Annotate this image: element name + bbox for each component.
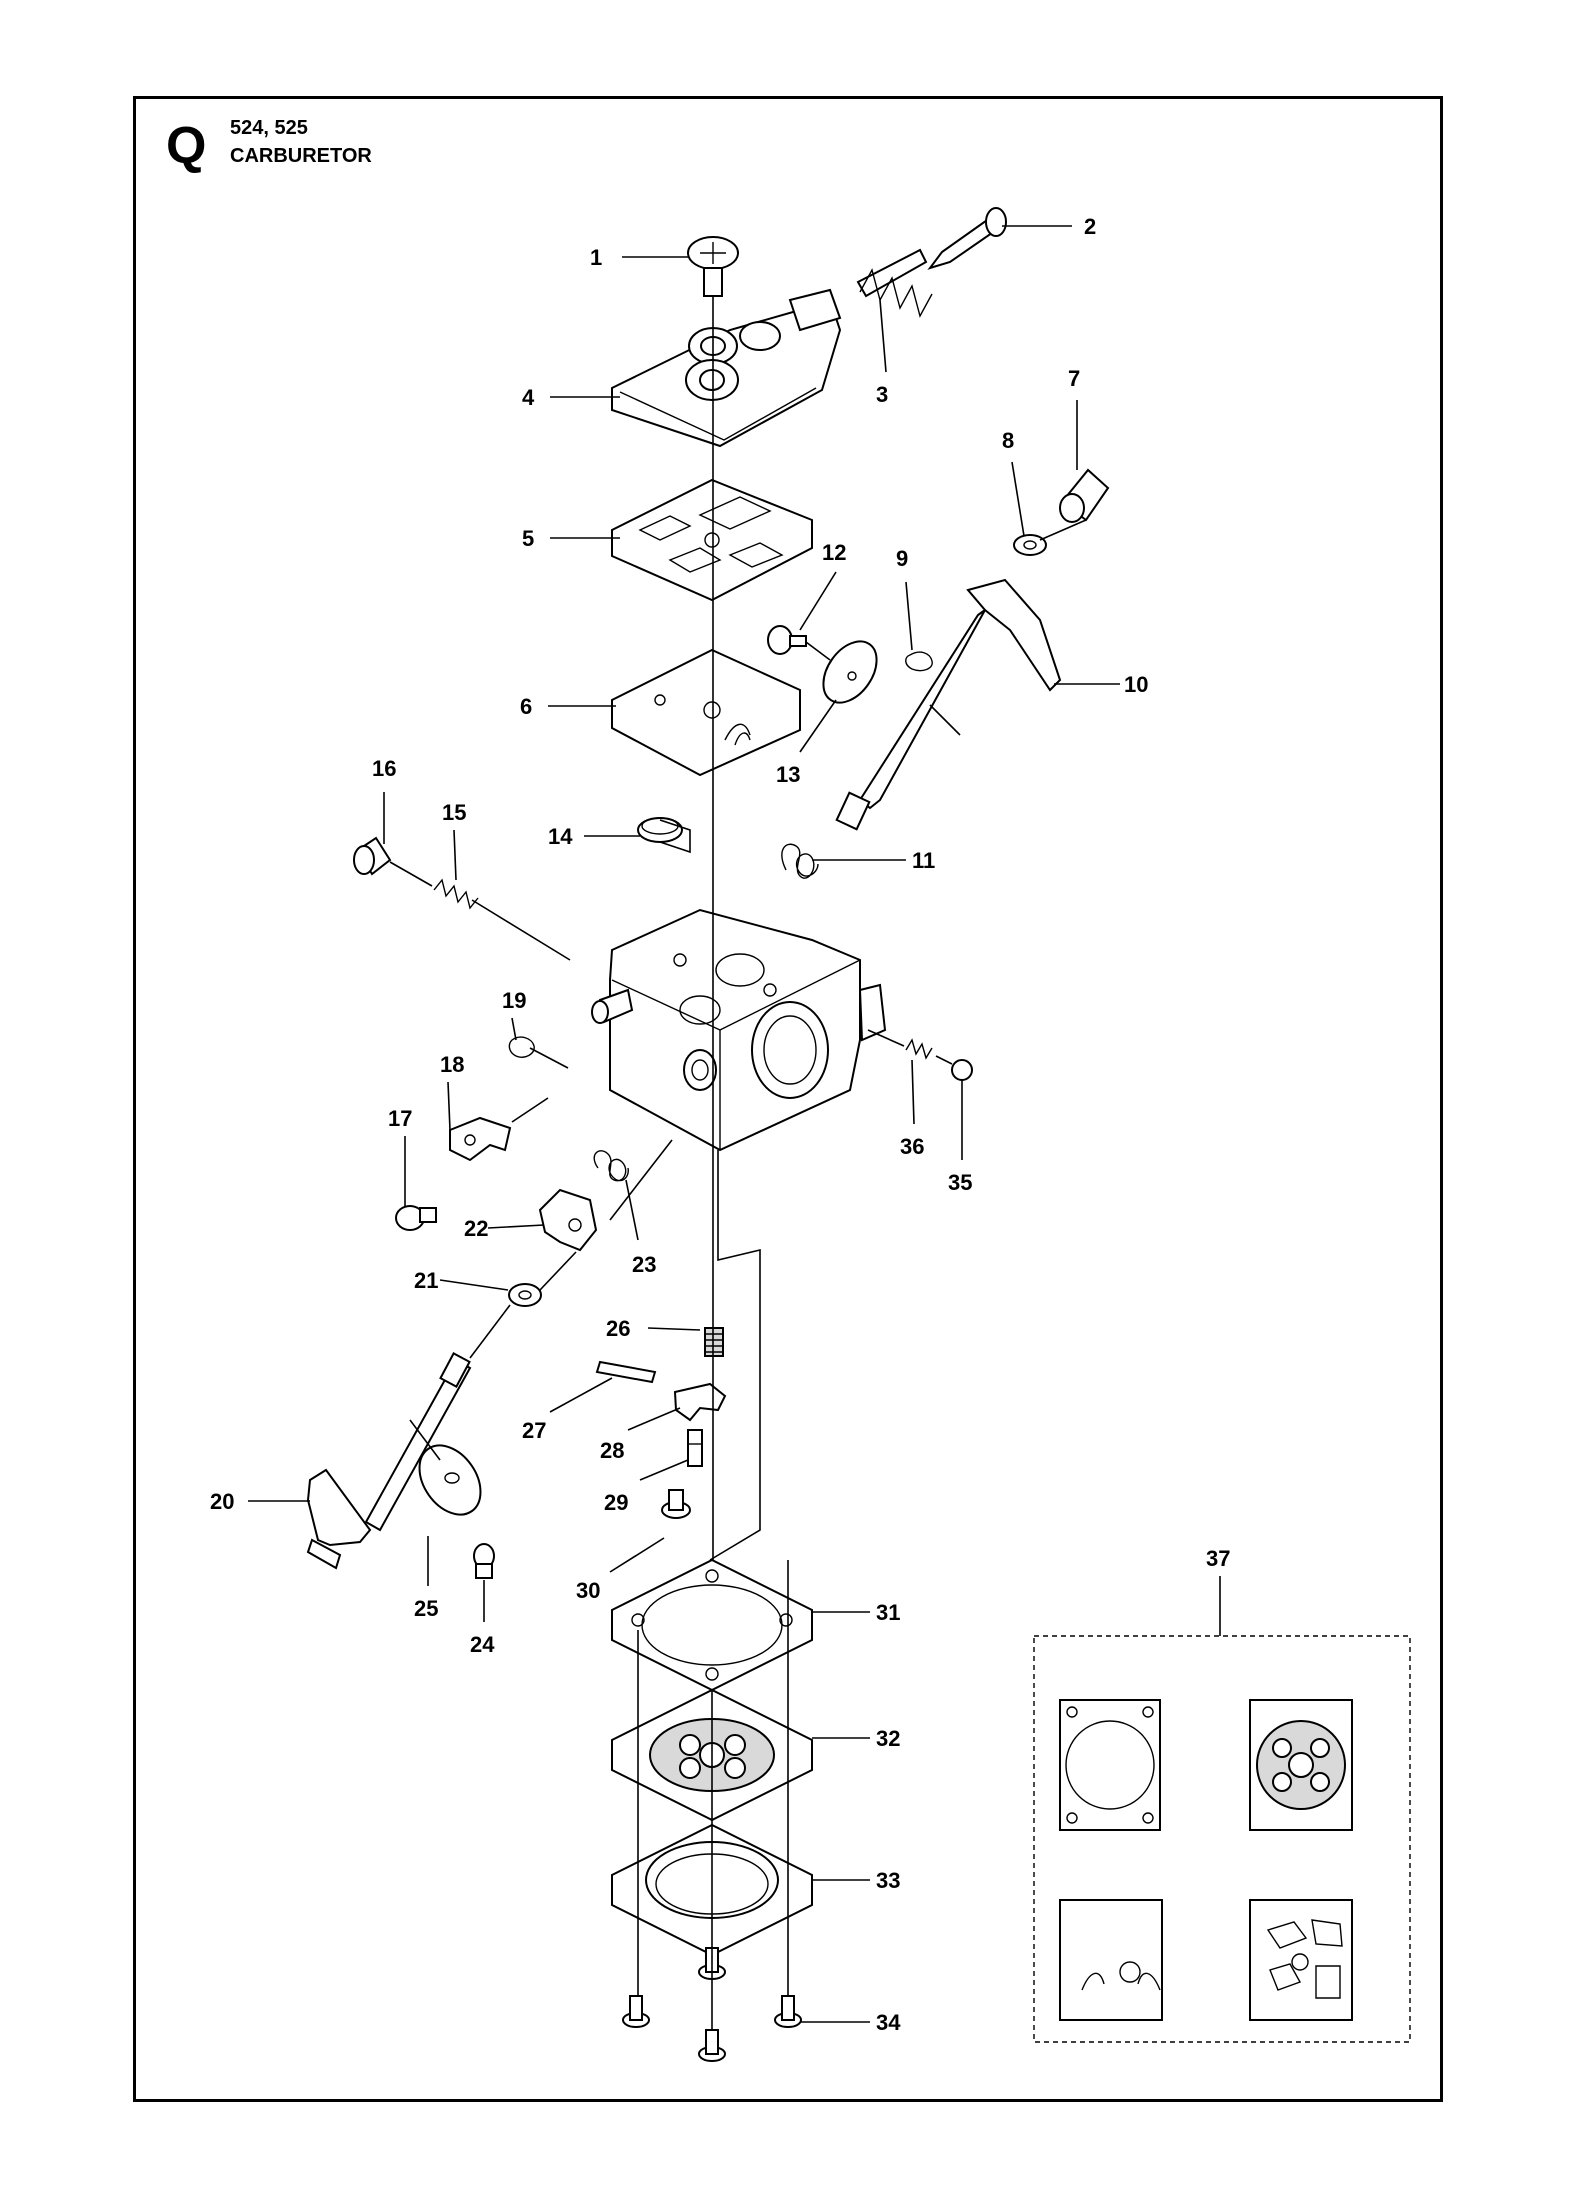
part-spring-15 <box>433 878 479 910</box>
model-numbers: 524, 525 <box>230 117 308 139</box>
callout-19: 19 <box>502 988 526 1013</box>
callout-12: 12 <box>822 540 846 565</box>
part-plug-16 <box>353 836 392 876</box>
callout-26: 26 <box>606 1316 630 1341</box>
callout-30: 30 <box>576 1578 600 1603</box>
callout-6: 6 <box>520 694 532 719</box>
part-pump-cover-4 <box>611 288 842 448</box>
callout-28: 28 <box>600 1438 624 1463</box>
callout-31: 31 <box>876 1600 900 1625</box>
callout-11: 11 <box>912 848 935 873</box>
callout-17: 17 <box>388 1106 412 1131</box>
part-spring-26 <box>704 1327 724 1357</box>
part-screw-17 <box>395 1205 437 1231</box>
callout-29: 29 <box>604 1490 628 1515</box>
part-lever-28 <box>673 1382 727 1422</box>
callout-2: 2 <box>1084 214 1096 239</box>
callout-20: 20 <box>210 1489 234 1514</box>
part-fitting-7 <box>1059 468 1110 523</box>
callout-3: 3 <box>876 382 888 407</box>
callout-36: 36 <box>900 1134 924 1159</box>
callout-23: 23 <box>632 1252 656 1277</box>
part-choke-shaft-20 <box>306 1352 472 1570</box>
callout-13: 13 <box>776 762 800 787</box>
leader-lines <box>248 225 1221 2023</box>
part-diaphragm-6 <box>611 648 801 777</box>
part-carburetor-body <box>591 908 887 1152</box>
callout-16: 16 <box>372 756 396 781</box>
callout-32: 32 <box>876 1726 900 1751</box>
callout-37: 37 <box>1206 1546 1230 1571</box>
kit-37-box <box>1033 1635 1411 2043</box>
callout-33: 33 <box>876 1868 900 1893</box>
part-throttle-valve-13 <box>822 640 878 704</box>
callout-4: 4 <box>522 385 535 410</box>
part-gasket-31 <box>611 1558 813 1692</box>
part-spring-23 <box>593 1150 629 1182</box>
part-gasket-5 <box>611 478 813 602</box>
part-pin-27 <box>595 1360 657 1384</box>
part-screw-12 <box>767 625 807 655</box>
callout-27: 27 <box>522 1418 546 1443</box>
callout-labels: 1 2 3 4 5 6 7 8 9 10 11 12 13 14 15 16 1… <box>210 214 1230 2035</box>
part-lever-22 <box>538 1188 598 1252</box>
part-washer-8 <box>1013 534 1047 556</box>
callout-18: 18 <box>440 1052 464 1077</box>
diagram-frame <box>133 96 1443 2102</box>
part-spring-36 <box>905 1038 933 1060</box>
callout-9: 9 <box>896 546 908 571</box>
callout-25: 25 <box>414 1596 438 1621</box>
callout-21: 21 <box>414 1268 438 1293</box>
part-ball-35 <box>951 1059 973 1081</box>
part-screw-30 <box>661 1489 691 1519</box>
callout-15: 15 <box>442 800 466 825</box>
callout-35: 35 <box>948 1170 972 1195</box>
callout-10: 10 <box>1124 672 1148 697</box>
part-clip-19 <box>508 1036 535 1058</box>
part-clip-9 <box>905 651 933 672</box>
callout-34: 34 <box>876 2010 901 2035</box>
part-needle-2 <box>927 207 1007 270</box>
section-letter: Q <box>166 117 207 175</box>
part-needle-29 <box>687 1429 703 1467</box>
callout-22: 22 <box>464 1216 488 1241</box>
part-spring-3 <box>856 248 933 318</box>
part-choke-valve-25 <box>418 1444 482 1516</box>
part-choke-lever-18 <box>449 1116 512 1162</box>
part-throttle-shaft-10 <box>835 578 1062 831</box>
part-spring-11 <box>781 843 836 879</box>
part-washer-21 <box>508 1283 542 1307</box>
callout-14: 14 <box>548 824 573 849</box>
part-ring-14 <box>637 817 683 843</box>
callout-5: 5 <box>522 526 534 551</box>
part-screw-1 <box>687 236 739 297</box>
callout-1: 1 <box>590 245 602 270</box>
part-screw-24 <box>473 1543 495 1579</box>
callout-8: 8 <box>1002 428 1014 453</box>
diagram-title: CARBURETOR <box>230 145 372 167</box>
callout-7: 7 <box>1068 366 1080 391</box>
callout-24: 24 <box>470 1632 495 1657</box>
